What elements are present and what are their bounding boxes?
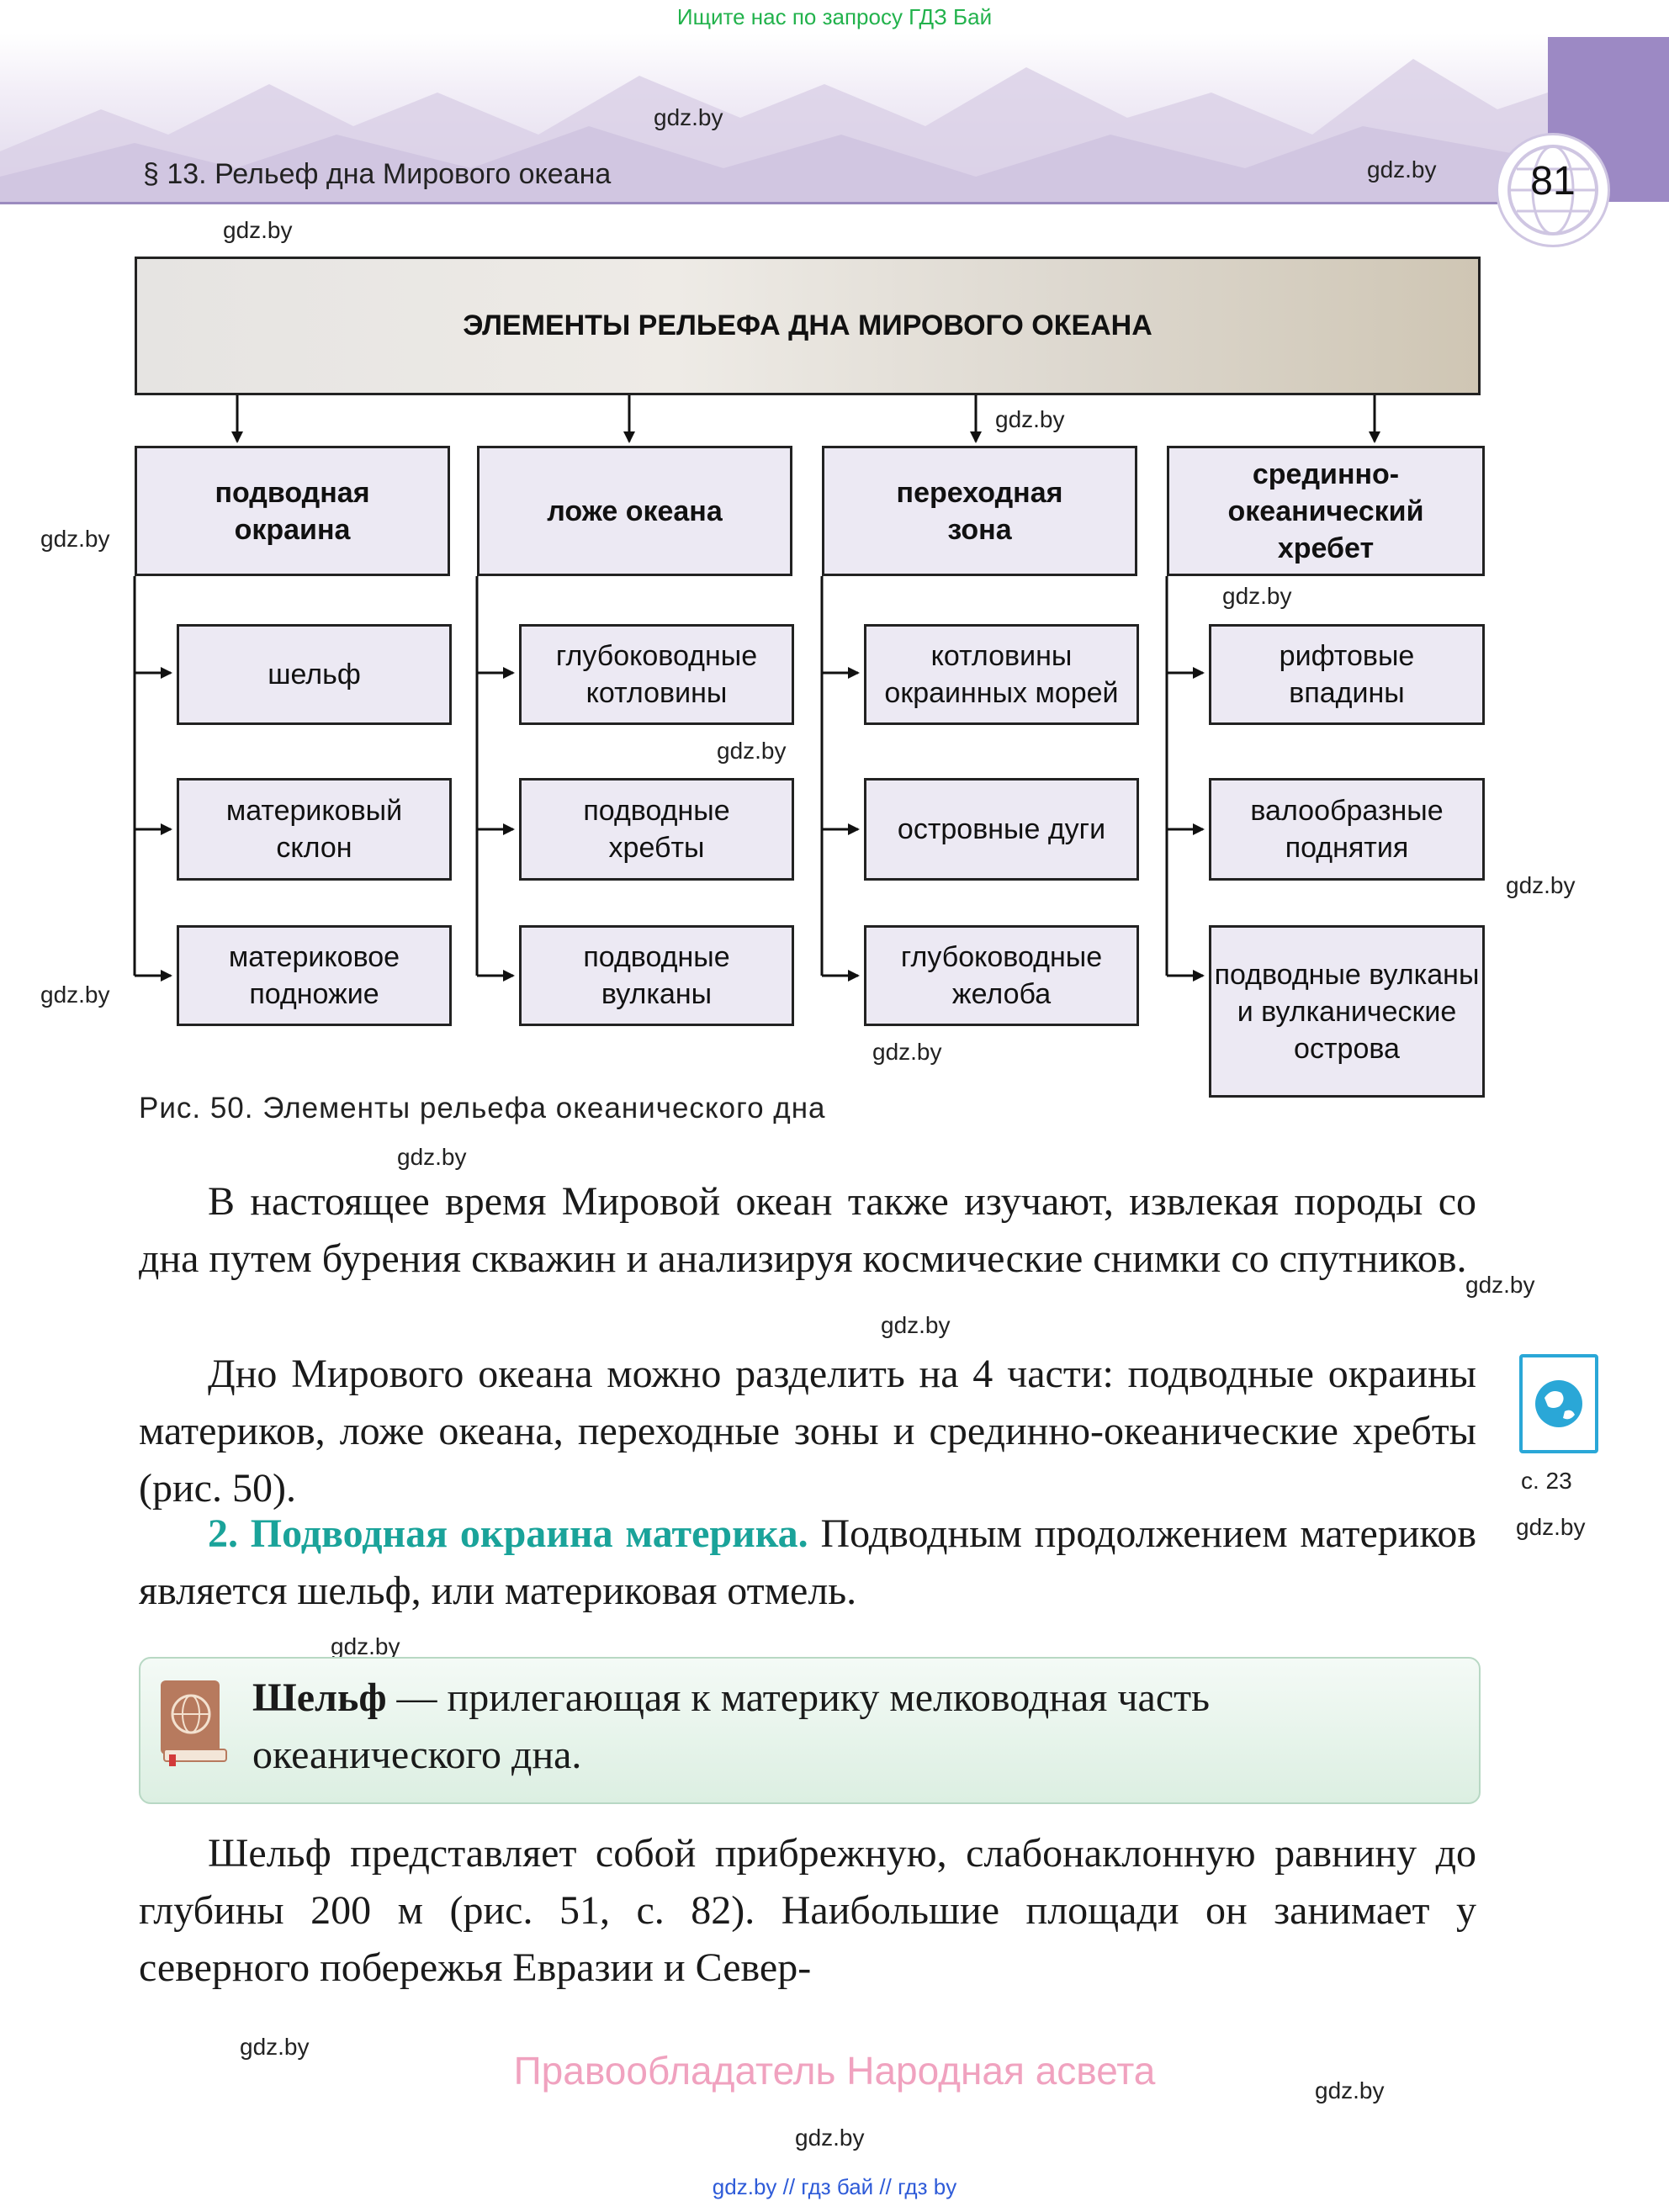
watermark: gdz.by [331,1633,400,1659]
watermark: gdz.by [995,406,1065,432]
category-box: переходная зона [822,446,1137,576]
paragraph-4: Шельф представляет собой прибрежную, сла… [139,1831,1476,1990]
paragraph-3-text: Подводным продолжением материков являетс… [139,1511,1476,1613]
watermark: gdz.by [1506,872,1576,898]
item-box: подводные вулканы [519,925,794,1026]
item-box: материковое подножие [177,925,452,1026]
watermark: gdz.by [1465,1272,1535,1298]
watermark: gdz.by [872,1039,942,1065]
watermark: gdz.by [240,2034,310,2060]
page-number: 81 [1530,159,1576,204]
section-title: § 13. Рельеф дна Мирового океана [143,158,612,190]
diagram-connectors [133,395,1380,982]
paragraph-2: Дно Мирового океана можно разделить на 4… [139,1352,1476,1511]
header-rule [0,202,1497,204]
reference-book-icon [1519,1354,1598,1453]
item-box: рифтовые впадины [1209,624,1485,725]
book-globe-icon [156,1674,230,1766]
item-box: котловины окраинных морей [864,624,1139,725]
category-box: подводная окраина [135,446,450,576]
definition-text: Шельф — прилегающая к материку мелководн… [252,1670,1464,1784]
item-box: шельф [177,624,452,725]
item-box: подводные вулканы и вулканические остров… [1209,925,1485,1098]
definition-term: Шельф [252,1675,387,1720]
watermark: gdz.by [40,982,110,1008]
definition-box [139,1657,1481,1804]
item-box: валообразные поднятия [1209,778,1485,881]
side-page-ref: с. 23 [1521,1468,1572,1494]
category-box: ложе океана [477,446,792,576]
watermark: gdz.by [881,1312,951,1338]
watermark: gdz.by [397,1144,467,1170]
item-box: подводные хребты [519,778,794,881]
item-box: островные дуги [864,778,1139,881]
bottom-links[interactable]: gdz.by // гдз бай // гдз by [712,2174,957,2199]
watermark: gdz.by [1315,2077,1385,2104]
item-box: глубоководные желоба [864,925,1139,1026]
category-box: срединно-океанический хребет [1167,446,1485,576]
diagram-title-box: ЭЛЕМЕНТЫ РЕЛЬЕФА ДНА МИРОВОГО ОКЕАНА [135,257,1481,395]
definition-body: — прилегающая к материку мелководная час… [252,1675,1210,1777]
globe-icon [1496,133,1610,247]
figure-caption: Рис. 50. Элементы рельефа океанического … [139,1092,826,1125]
watermark: gdz.by [1516,1514,1586,1540]
watermark: gdz.by [1222,583,1292,609]
watermark: gdz.by [654,104,723,130]
watermark: gdz.by [795,2125,865,2151]
watermark: gdz.by [717,738,787,764]
watermark: gdz.by [40,526,110,552]
top-banner: Ищите нас по запросу ГДЗ Бай [676,4,993,29]
diagram-title: ЭЛЕМЕНТЫ РЕЛЬЕФА ДНА МИРОВОГО ОКЕАНА [463,310,1152,341]
paragraph-3: 2. Подводная окраина материка. Подводным… [139,1506,1476,1620]
item-box: глубоководные котловины [519,624,794,725]
subsection-heading: 2. Подводная окраина материка. [208,1511,808,1556]
watermark: gdz.by [1367,156,1437,183]
copyright-owner: Правообладатель Народная асвета [513,2049,1156,2093]
paragraph-1: В настоящее время Мировой океан также из… [139,1179,1476,1281]
watermark: gdz.by [223,217,293,243]
header-mountains-band [0,34,1548,202]
mountains-illustration [0,59,1548,202]
item-box: материковый склон [177,778,452,881]
